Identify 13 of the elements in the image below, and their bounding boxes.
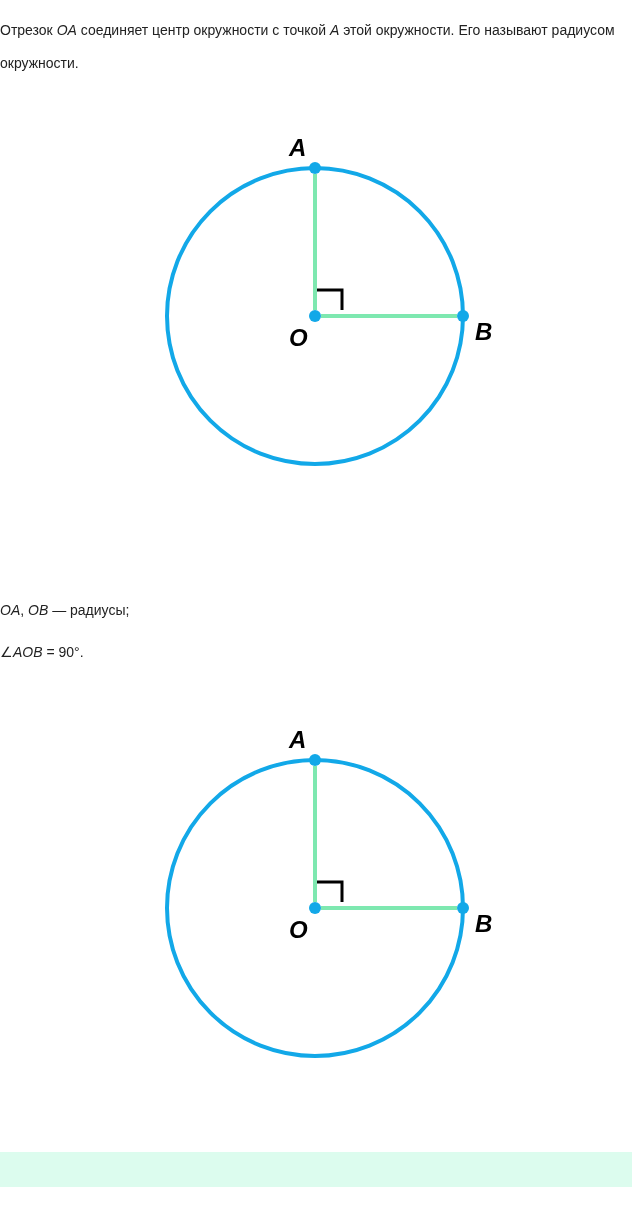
point-label: A [289, 728, 307, 752]
point-label: O [289, 918, 308, 942]
point-label: A [289, 136, 307, 160]
radius-segment [313, 766, 317, 902]
text-paragraph: ∠AOB = 90°. [0, 643, 85, 662]
point-label: B [475, 912, 493, 936]
text-paragraph: OA, OB — радиусы; [0, 601, 131, 620]
radius-segment [313, 174, 317, 310]
point-label: B [475, 320, 493, 344]
radius-segment [321, 906, 457, 910]
radius-segment [321, 314, 457, 318]
point-label: O [289, 326, 308, 350]
text-paragraph: Отрезок OA соединяет центр окружности с точкой A этой окружности. Его называют радиусом окружности. [0, 21, 616, 73]
